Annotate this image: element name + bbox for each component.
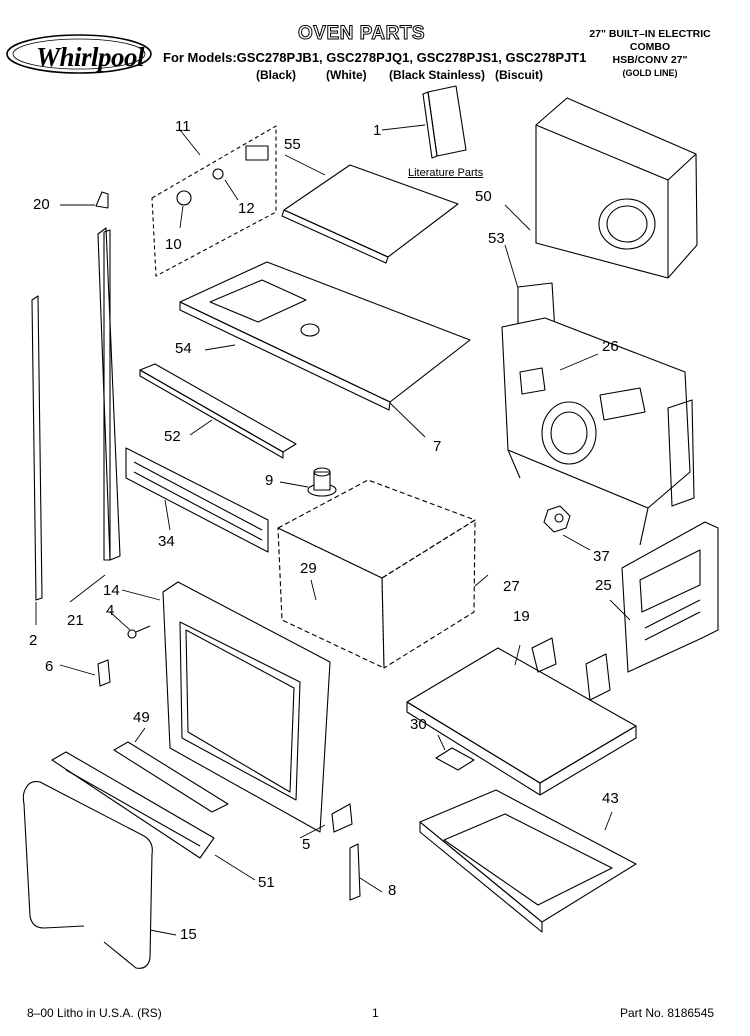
callout-50: 50 <box>475 188 492 205</box>
part-bottom-trim <box>51 751 215 859</box>
callout-5: 5 <box>302 836 311 853</box>
callout-52: 52 <box>164 428 181 445</box>
part-side-panel <box>621 521 719 673</box>
part-side-trim <box>97 227 121 561</box>
part-knob-10 <box>176 190 192 206</box>
callout-25: 25 <box>595 577 612 594</box>
literature-parts-label: Literature Parts <box>408 167 484 179</box>
whirlpool-logo <box>6 34 152 74</box>
callout-37: 37 <box>593 548 610 565</box>
part-top-panel <box>179 261 471 411</box>
part-strip <box>31 295 43 601</box>
callout-26: 26 <box>602 338 619 355</box>
footer-page-number: 1 <box>372 1006 379 1020</box>
part-screw <box>127 625 151 639</box>
callout-11: 11 <box>175 118 191 135</box>
part-49 <box>113 741 229 813</box>
part-bottom-plate <box>406 637 637 796</box>
callout-29: 29 <box>300 560 317 577</box>
footer-part-number: Part No. 8186545 <box>620 1006 715 1020</box>
callout-10: 10 <box>165 236 182 253</box>
part-oven-cavity <box>277 479 476 669</box>
part-8-bracket <box>349 843 361 901</box>
part-6 <box>97 659 111 687</box>
part-knob-11 <box>245 145 269 161</box>
callout-2: 2 <box>29 632 38 649</box>
part-bottom-tray <box>419 789 637 933</box>
callout-7: 7 <box>433 438 442 455</box>
callout-51: 51 <box>258 874 275 891</box>
part-back-panel <box>535 97 698 279</box>
leader-lines <box>35 124 631 936</box>
callout-6: 6 <box>45 658 54 675</box>
callout-53: 53 <box>488 230 505 247</box>
callout-19: 19 <box>513 608 530 625</box>
callout-21: 21 <box>67 612 84 629</box>
part-5-bracket <box>331 803 353 833</box>
part-knob-12 <box>212 168 224 180</box>
color-biscuit: (Biscuit) <box>495 68 543 82</box>
callout-49: 49 <box>133 709 150 726</box>
product-type-line4: (GOLD LINE) <box>622 68 678 78</box>
callout-27: 27 <box>503 578 520 595</box>
callout-54: 54 <box>175 340 192 357</box>
footer-litho: 8–00 Litho in U.S.A. (RS) <box>27 1006 162 1020</box>
callout-34: 34 <box>158 533 175 550</box>
part-9 <box>307 467 337 497</box>
callout-30: 30 <box>410 716 427 733</box>
callout-55: 55 <box>284 136 301 153</box>
color-black-stainless: (Black Stainless) <box>389 68 486 82</box>
callout-1: 1 <box>373 122 382 139</box>
part-34-vent <box>125 447 269 553</box>
color-white: (White) <box>326 68 367 82</box>
callout-4: 4 <box>106 602 115 619</box>
callout-12: 12 <box>238 200 255 217</box>
part-front-frame <box>162 581 331 833</box>
callout-9: 9 <box>265 472 274 489</box>
color-black: (Black) <box>256 68 297 82</box>
product-type-line2: COMBO <box>629 41 671 53</box>
part-literature-book <box>422 85 467 159</box>
part-37 <box>543 505 571 533</box>
brand-name: Whirlpool <box>36 42 145 72</box>
callout-8: 8 <box>388 882 397 899</box>
product-type-line3: HSB/CONV 27" <box>612 54 688 66</box>
callout-14: 14 <box>103 582 120 599</box>
part-insulation-pad <box>281 164 459 264</box>
part-52-bar <box>139 363 297 459</box>
part-rear-panel <box>501 282 695 546</box>
product-type-line1: 27" BUILT–IN ELECTRIC <box>589 28 711 40</box>
part-20 <box>95 191 109 209</box>
page-title: OVEN PARTS <box>297 23 426 45</box>
callout-15: 15 <box>180 926 197 943</box>
models-line: For Models:GSC278PJB1, GSC278PJQ1, GSC27… <box>163 50 587 65</box>
part-30 <box>435 747 475 771</box>
part-door-gasket <box>22 781 153 969</box>
callout-43: 43 <box>602 790 619 807</box>
callout-20: 20 <box>33 196 50 213</box>
